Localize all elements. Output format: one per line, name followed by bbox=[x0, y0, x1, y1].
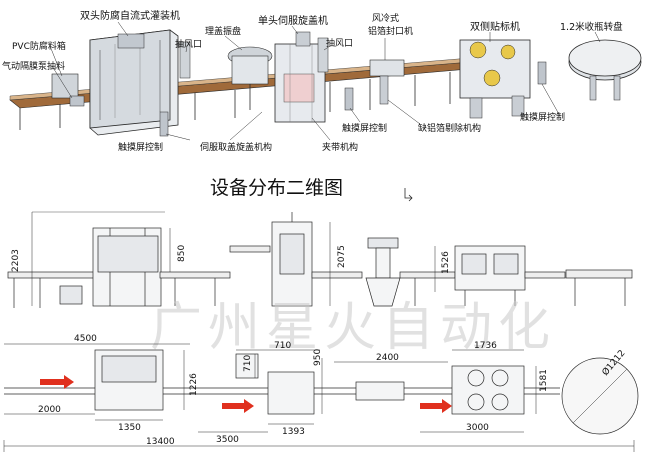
flow-arrow-1 bbox=[40, 375, 74, 389]
dim-top-infeed: 2000 bbox=[38, 405, 61, 415]
top-plan-view bbox=[3, 343, 639, 452]
dim-top-gap-1: 3500 bbox=[216, 435, 239, 445]
label-sealer-1: 风冷式 bbox=[372, 12, 399, 24]
dim-top-total: 13400 bbox=[146, 437, 175, 447]
section-title: 设备分布二维图 bbox=[210, 177, 343, 199]
exhaust-port-1 bbox=[179, 41, 191, 79]
label-pump: 气动隔膜泵抽料 bbox=[2, 60, 65, 72]
double-side-labeler bbox=[459, 39, 531, 119]
bottle-turntable bbox=[568, 39, 642, 101]
dim-top-filler-width: 4500 bbox=[74, 334, 97, 344]
dim-front-filler: 2203 bbox=[11, 249, 21, 272]
dim-top-filler-len: 1350 bbox=[118, 423, 141, 433]
label-foil-reject: 缺铝箔剔除机构 bbox=[418, 122, 481, 134]
label-touch-2: 触摸屏控制 bbox=[342, 122, 387, 134]
pvc-tank bbox=[51, 73, 79, 99]
watermark: 广州星火自动化 bbox=[150, 298, 556, 358]
dim-front-filler-2: 850 bbox=[177, 245, 187, 262]
front-elevation-view bbox=[7, 211, 633, 308]
flow-arrow-2 bbox=[222, 399, 254, 413]
label-exhaust-1: 抽风口 bbox=[175, 38, 202, 50]
label-filler: 双头防腐自流式灌装机 bbox=[80, 9, 180, 22]
label-sealer-2: 铝箔封口机 bbox=[368, 25, 413, 37]
dim-top-gap-2: 2400 bbox=[376, 353, 399, 363]
exhaust-port-2 bbox=[317, 37, 329, 73]
down-arrow-icon bbox=[404, 188, 413, 202]
dim-front-labeler: 1526 bbox=[441, 251, 451, 274]
label-labeler: 双侧贴标机 bbox=[470, 20, 520, 33]
label-turntable: 1.2米收瓶转盘 bbox=[560, 21, 623, 33]
dim-top-gap-3: 3000 bbox=[466, 423, 489, 433]
filler-machine bbox=[89, 29, 179, 136]
dim-top-labeler-w: 1736 bbox=[474, 341, 497, 351]
label-touch-1: 触摸屏控制 bbox=[118, 141, 163, 153]
touch-screen-3 bbox=[537, 61, 547, 85]
isometric-line-view bbox=[9, 21, 642, 141]
foil-sealer-machine bbox=[369, 59, 405, 105]
label-touch-3: 触摸屏控制 bbox=[520, 111, 565, 123]
flow-arrow-3 bbox=[420, 399, 452, 413]
label-capper: 单头伺服旋盖机 bbox=[258, 14, 328, 27]
diaphragm-pump bbox=[69, 95, 85, 107]
label-clamp-belt: 夹带机构 bbox=[322, 141, 358, 153]
dim-top-labeler-d: 1581 bbox=[539, 369, 549, 392]
touch-screen-2 bbox=[344, 87, 354, 111]
dim-top-capper-w: 710 bbox=[274, 341, 291, 351]
servo-capper-machine bbox=[274, 31, 326, 123]
dim-front-capper: 2075 bbox=[337, 245, 347, 268]
dim-top-filler-depth: 1226 bbox=[189, 373, 199, 396]
touch-screen-1 bbox=[159, 111, 169, 137]
dim-top-capper-h: 950 bbox=[313, 349, 323, 366]
label-pvc-tank: PVC防腐料箱 bbox=[12, 40, 66, 52]
dim-top-capper-len: 1393 bbox=[282, 427, 305, 437]
label-exhaust-2: 抽风口 bbox=[326, 37, 353, 49]
label-servo-cap: 伺服取盖旋盖机构 bbox=[200, 141, 272, 153]
dim-top-capper-d: 710 bbox=[243, 355, 253, 372]
label-cap-sorter: 理盖振盘 bbox=[205, 25, 241, 37]
cap-sorter-machine bbox=[227, 46, 273, 110]
